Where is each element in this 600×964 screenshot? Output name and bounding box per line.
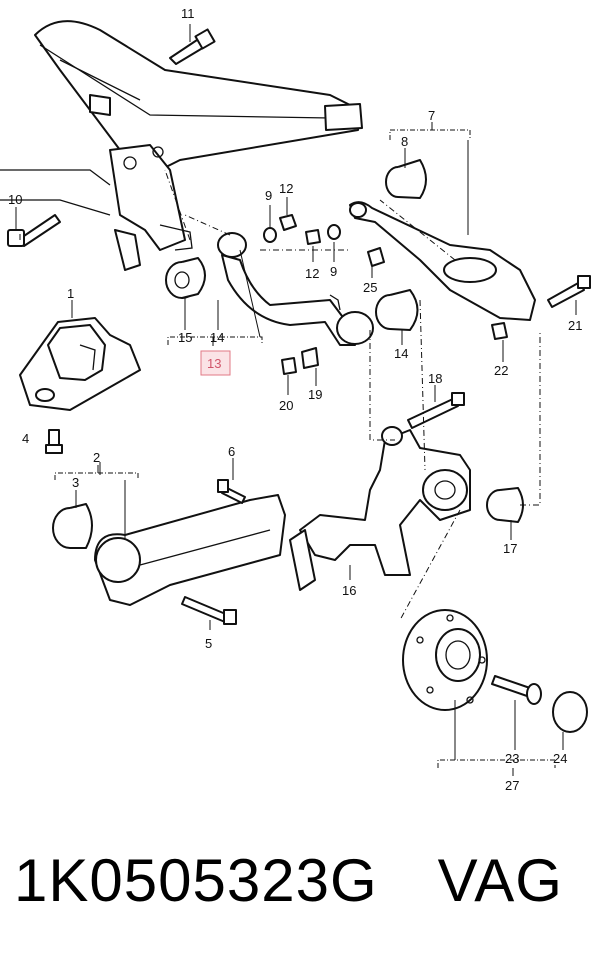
callout-21: 21 bbox=[568, 318, 582, 333]
callouts: 11 10 1 4 2 3 6 5 7 8 9 12 12 9 25 15 14… bbox=[8, 6, 582, 793]
callout-25: 25 bbox=[363, 280, 377, 295]
callout-20: 20 bbox=[279, 398, 293, 413]
nut-22 bbox=[491, 322, 508, 340]
callout-12b: 12 bbox=[305, 266, 319, 281]
callout-5: 5 bbox=[205, 636, 212, 651]
washer-19 bbox=[301, 347, 319, 369]
callout-9a: 9 bbox=[265, 188, 272, 203]
callout-15: 15 bbox=[178, 330, 192, 345]
callout-4: 4 bbox=[22, 431, 29, 446]
leader-lines bbox=[15, 24, 577, 750]
brand-name: VAG bbox=[437, 847, 563, 914]
callout-8: 8 bbox=[401, 134, 408, 149]
wheel-carrier-16 bbox=[289, 426, 471, 591]
nut-20 bbox=[281, 357, 297, 375]
assembly-lines bbox=[19, 169, 541, 621]
caption: 1K0505323G VAG bbox=[14, 846, 594, 926]
callout-1: 1 bbox=[67, 286, 74, 301]
bushing-17 bbox=[486, 487, 524, 523]
bolt-6 bbox=[217, 479, 246, 504]
nut-12b bbox=[305, 229, 321, 245]
callout-6: 6 bbox=[228, 444, 235, 459]
bushing-8 bbox=[385, 159, 427, 199]
callout-27: 27 bbox=[505, 778, 519, 793]
callout-22: 22 bbox=[494, 363, 508, 378]
bolt-4 bbox=[45, 429, 63, 454]
hub-bolt-23 bbox=[491, 675, 542, 705]
washer-9a bbox=[263, 227, 277, 243]
callout-17: 17 bbox=[503, 541, 517, 556]
washer-9b bbox=[327, 224, 341, 240]
bolt-11 bbox=[169, 28, 216, 65]
callout-13-highlight bbox=[200, 350, 231, 376]
engine-mount-1 bbox=[19, 317, 141, 411]
bolt-10 bbox=[7, 214, 61, 247]
callout-14b: 14 bbox=[394, 346, 408, 361]
callout-10: 10 bbox=[8, 192, 22, 207]
bracket-lines bbox=[54, 122, 556, 776]
bushing-3 bbox=[52, 503, 93, 549]
bushing-14 bbox=[375, 289, 419, 331]
pin-25 bbox=[367, 247, 385, 267]
callout-7: 7 bbox=[428, 108, 435, 123]
callout-18: 18 bbox=[428, 371, 442, 386]
callout-12a: 12 bbox=[279, 181, 293, 196]
bushing-15 bbox=[165, 257, 206, 299]
callout-11: 11 bbox=[181, 6, 195, 21]
callout-9b: 9 bbox=[330, 264, 337, 279]
bolt-5 bbox=[181, 596, 237, 625]
callout-19: 19 bbox=[308, 387, 322, 402]
callout-14a: 14 bbox=[210, 330, 224, 345]
subframe bbox=[0, 20, 363, 271]
lower-control-arm-7 bbox=[349, 201, 536, 321]
wheel-hub bbox=[402, 609, 488, 711]
callout-24: 24 bbox=[553, 751, 567, 766]
callout-13: 13 bbox=[207, 356, 221, 371]
nut-12a bbox=[279, 214, 297, 231]
callout-2: 2 bbox=[93, 450, 100, 465]
callout-23: 23 bbox=[505, 751, 519, 766]
callout-16: 16 bbox=[342, 583, 356, 598]
bolt-18 bbox=[407, 392, 465, 429]
trailing-arm-2 bbox=[94, 494, 286, 606]
bolt-21 bbox=[547, 275, 591, 308]
callout-3: 3 bbox=[72, 475, 79, 490]
cap-24 bbox=[552, 691, 588, 733]
part-number: 1K0505323G bbox=[14, 847, 378, 914]
upper-link-13 bbox=[217, 232, 374, 346]
